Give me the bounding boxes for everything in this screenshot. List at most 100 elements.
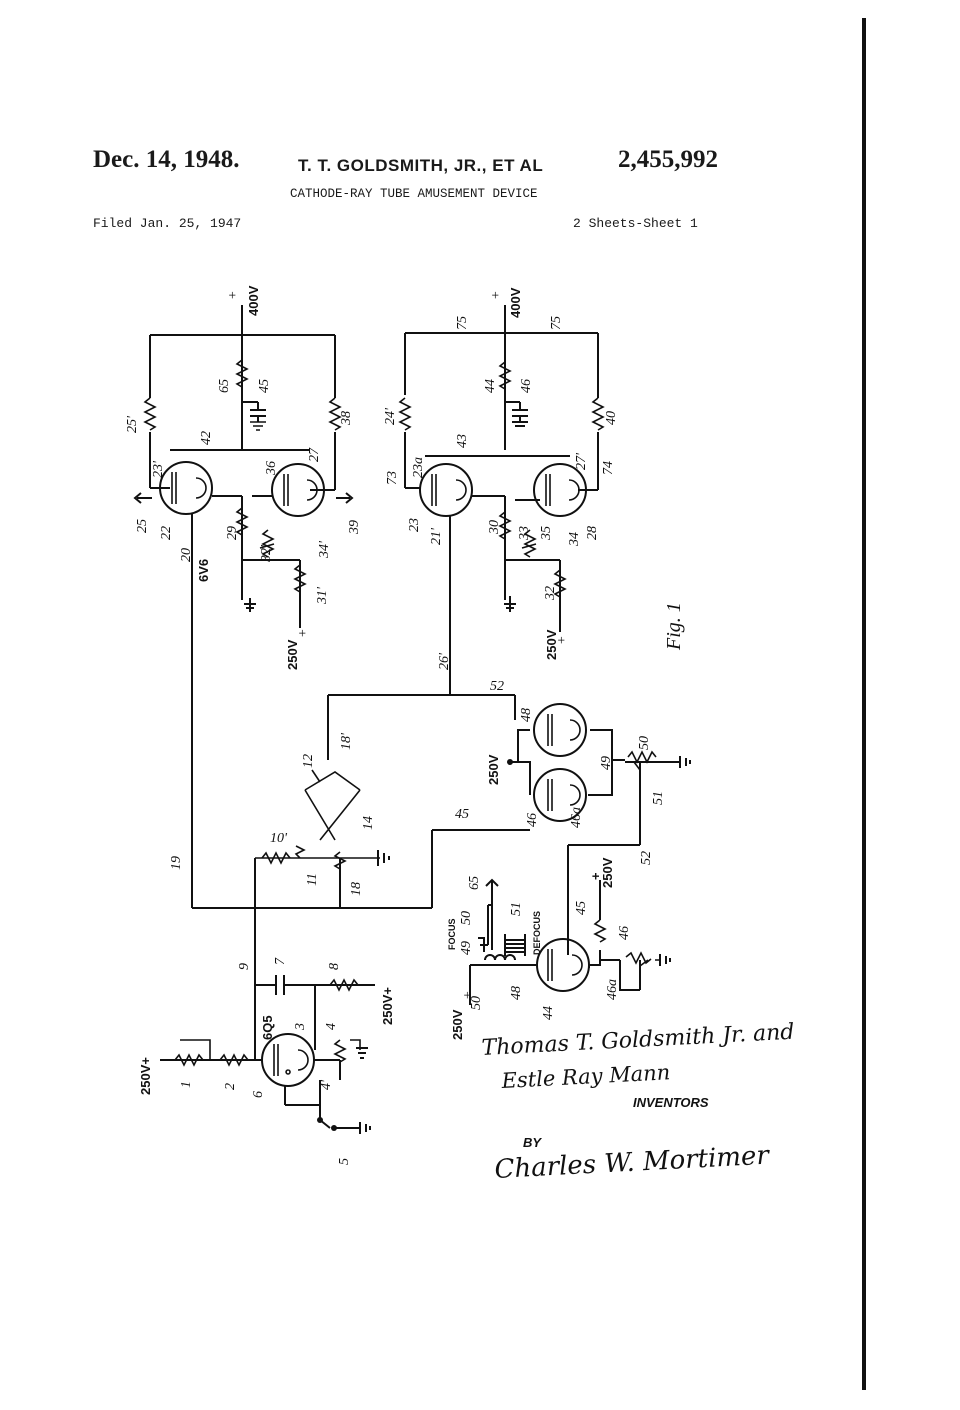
circuit-wire <box>504 934 526 956</box>
schematic-label: 19 <box>169 856 184 870</box>
schematic-label: 48 <box>509 986 524 1000</box>
schematic-label: 14 <box>361 816 376 830</box>
schematic-label: 39 <box>347 520 362 535</box>
circuit-wire <box>404 305 599 450</box>
circuit-wire <box>478 904 493 952</box>
resistor-25 <box>293 564 307 593</box>
patent-date: Dec. 14, 1948. <box>93 146 240 173</box>
circuit-wire <box>212 495 300 561</box>
inventors-caption: INVENTORS <box>633 1095 709 1110</box>
schematic-label: 2 <box>223 1083 238 1090</box>
diode-39 <box>533 703 587 757</box>
circuit-wire <box>521 529 537 558</box>
schematic-label: 28 <box>585 526 600 540</box>
schematic-label: 6V6 <box>196 559 211 582</box>
junction-or-tube <box>507 759 513 765</box>
schematic-label: 25' <box>125 415 140 433</box>
circuit-wire <box>329 978 359 992</box>
schematic-label: 49 <box>599 756 614 770</box>
schematic-label: FOCUS <box>447 919 457 951</box>
sheet-count: 2 Sheets-Sheet 1 <box>573 216 698 231</box>
signature-block: Thomas T. Goldsmith Jr. and Estle Ray Ma… <box>481 1020 795 1185</box>
schematic-label: 44 <box>483 379 498 393</box>
schematic-label: 250V <box>450 1009 465 1040</box>
schematic-label: 250V <box>285 639 300 670</box>
schematic-label: 34 <box>567 532 582 547</box>
resistor-21p <box>398 397 412 431</box>
schematic-label: DEFOCUS <box>532 911 542 955</box>
schematic-label: 20 <box>179 548 194 562</box>
circuit-wire <box>327 694 516 760</box>
junction-or-tube <box>317 1117 323 1123</box>
input-stage: 250V+ 250V+ 6Q5 9 7 8 3 4 4' 1 2 6 5 <box>138 957 395 1165</box>
schematic-label: 38 <box>339 411 354 426</box>
circuit-wire <box>627 750 657 771</box>
schematic-label: 6Q5 <box>260 1015 275 1040</box>
schematic-label: 42 <box>199 431 214 445</box>
tube-27p <box>533 463 587 517</box>
schematic-label: 46 <box>525 813 540 827</box>
schematic-label: 43 <box>455 434 470 448</box>
schematic-label: 30 <box>487 520 502 535</box>
schematic-label: 50 <box>637 736 652 750</box>
crt-focus-section: + 250V 45 46 46a 44 48 50 49 50 FOCUS 65… <box>447 857 671 1040</box>
schematic-label: 7 <box>273 957 288 965</box>
schematic-label: 250V <box>486 754 501 785</box>
circuit-wire <box>593 919 607 943</box>
schematic-label: 34' <box>317 540 332 559</box>
tube-27 <box>271 463 325 517</box>
schematic-label: + <box>489 291 504 300</box>
schematic-label: 45 <box>257 379 272 393</box>
tube-6q5 <box>261 1033 315 1087</box>
schematic-label: 400V <box>246 285 261 316</box>
schematic-label: 400V <box>508 287 523 318</box>
circuit-wire <box>659 954 671 966</box>
schematic-label: 250V <box>600 857 615 888</box>
circuit-wire <box>485 878 499 950</box>
schematic-label: 46 <box>617 926 632 940</box>
circuit-wire <box>505 401 528 427</box>
circuit-wire <box>404 432 599 491</box>
schematic-label: 32' <box>259 544 274 563</box>
schematic-label: 23a <box>411 457 426 478</box>
circuit-wire <box>547 714 581 811</box>
circuit-wire <box>254 984 375 1060</box>
schematic-label: 6 <box>251 1091 266 1098</box>
schematic-label: 27' <box>574 452 589 470</box>
inventor-signature-2: Estle Ray Mann <box>500 1060 671 1093</box>
schematic-label: 33 <box>517 526 532 541</box>
schematic-label: 52 <box>490 679 504 694</box>
circuit-wire <box>504 560 561 632</box>
circuit-wire <box>273 1044 309 1076</box>
schematic-label: 75 <box>455 316 470 330</box>
circuit-wire <box>547 949 583 981</box>
circuit-wire <box>255 975 355 1050</box>
schematic-label: 11 <box>305 873 320 886</box>
schematic-label: 50 <box>469 996 484 1010</box>
circuit-wire <box>431 474 580 506</box>
schematic-label: 51 <box>651 791 666 805</box>
schematic-label: 36 <box>264 461 279 476</box>
resistor-33 <box>235 359 249 388</box>
circuit-wire <box>259 529 275 558</box>
schematic-label: 26' <box>437 652 452 670</box>
circuit-wire <box>304 769 361 841</box>
schematic-label: 18' <box>339 732 354 750</box>
schematic-label: 23' <box>151 460 166 478</box>
resistor-22 <box>143 397 157 431</box>
circuit-wire <box>250 421 266 431</box>
schematic-label: 35 <box>539 526 554 541</box>
schematic-label: 250V <box>544 629 559 660</box>
diode-36 <box>533 768 587 822</box>
schematic-label: 44 <box>541 1006 556 1020</box>
circuit-wire <box>356 1047 368 1059</box>
circuit-wire <box>567 761 680 955</box>
schematic-label: 40 <box>604 411 619 425</box>
circuit-wire <box>255 845 380 859</box>
schematic-label: 46a <box>569 807 584 828</box>
by-label: BY <box>523 1135 542 1150</box>
schematic-label: 31' <box>315 586 330 605</box>
circuit-wire <box>510 729 625 796</box>
page-edge-rule <box>862 18 866 1390</box>
right-flip-flop: + 400V 75 75 44 46 24' 40 23a 43 27' 73 … <box>383 287 685 695</box>
